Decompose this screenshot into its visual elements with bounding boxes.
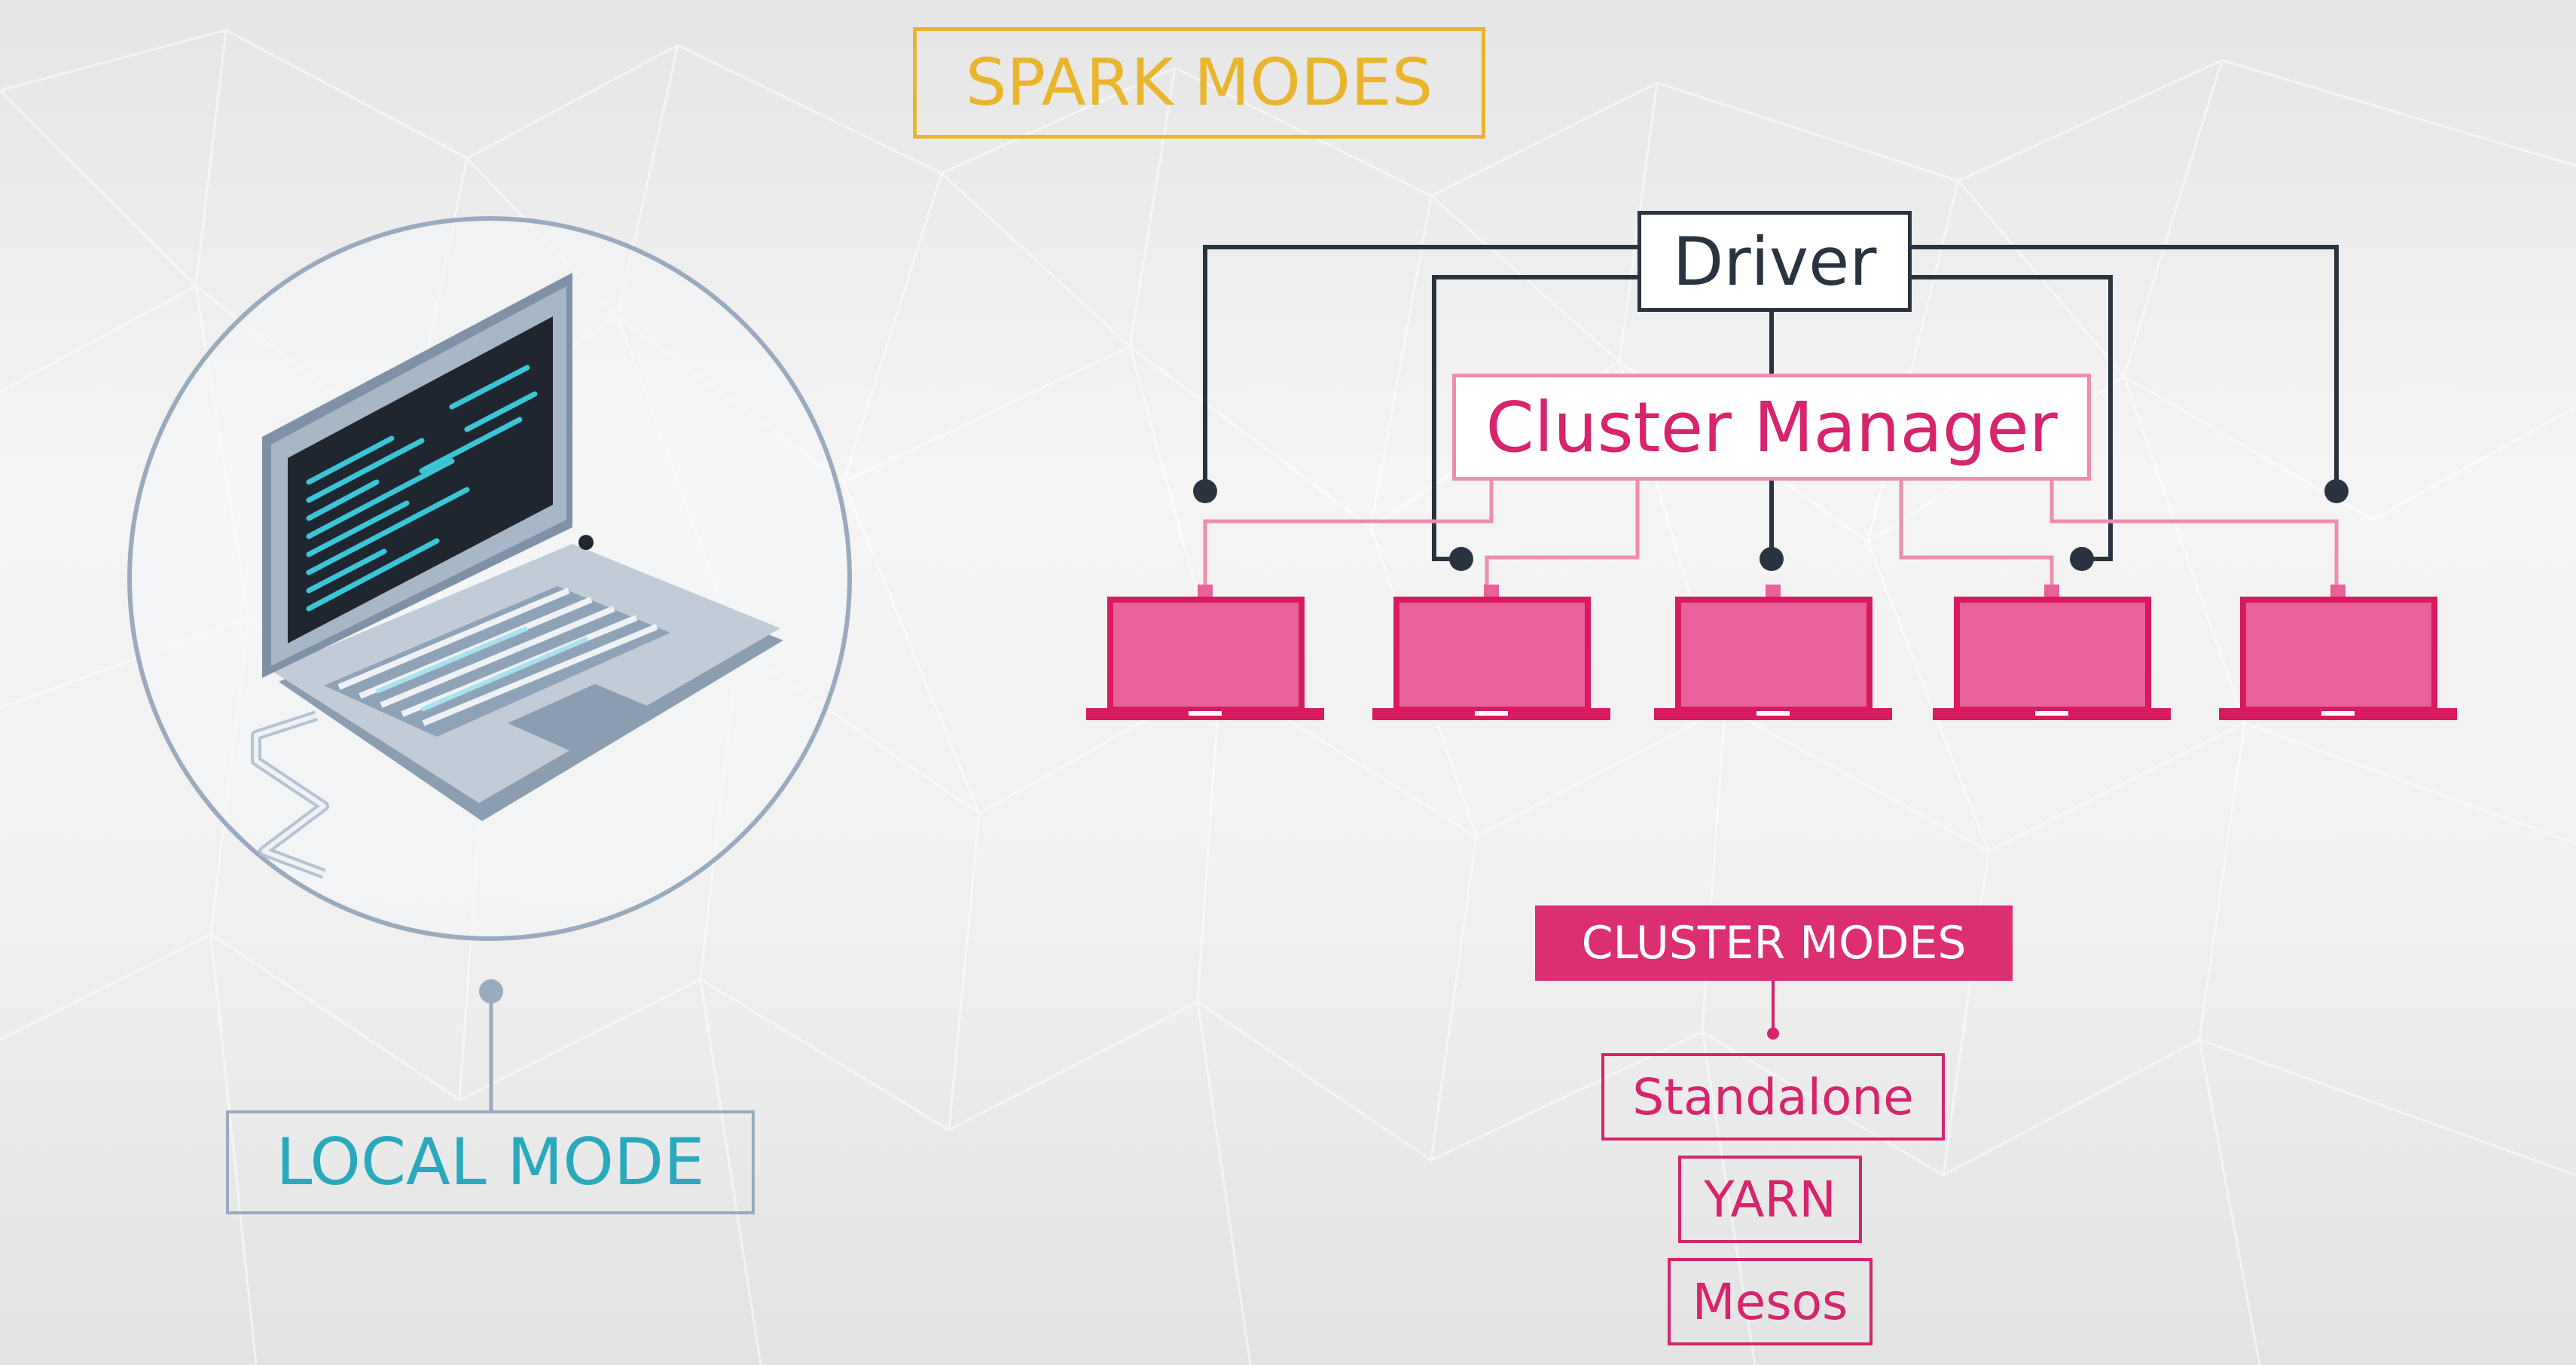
driver-dot-5	[2324, 479, 2349, 503]
local-mode-label: LOCAL MODE	[226, 1110, 755, 1214]
worker-laptop-icon	[1933, 585, 2171, 720]
manager-line-worker-1	[1203, 481, 1494, 588]
cluster-mode-standalone: Standalone	[1601, 1053, 1945, 1141]
cluster-mode-mesos: Mesos	[1668, 1258, 1872, 1345]
driver-dot-4	[2070, 547, 2094, 571]
worker-laptop-icon	[2219, 585, 2457, 720]
cluster-modes-heading: CLUSTER MODES	[1535, 905, 2013, 981]
driver-line-worker-2	[1432, 275, 1637, 561]
worker-laptop-icon	[1372, 585, 1610, 720]
cluster-modes-connector-dot	[1767, 1028, 1779, 1040]
driver-dot-1	[1193, 479, 1217, 503]
driver-dot-2	[1449, 547, 1473, 571]
driver-line-worker-5	[1912, 245, 2339, 491]
driver-line-worker-4	[1912, 275, 2113, 561]
local-mode-circle	[127, 216, 852, 941]
worker-laptop-icon	[1086, 585, 1324, 720]
manager-line-worker-4	[1899, 481, 2054, 588]
cluster-manager-node: Cluster Manager	[1452, 374, 2091, 481]
manager-line-worker-2	[1485, 481, 1640, 588]
manager-line-worker-5	[2050, 481, 2339, 588]
page-title: SPARK MODES	[913, 27, 1485, 139]
driver-dot-3	[1760, 547, 1784, 571]
worker-laptop-icon	[1654, 585, 1892, 720]
local-laptop-icon	[251, 273, 783, 879]
cluster-mode-yarn: YARN	[1678, 1156, 1862, 1243]
driver-line-worker-1	[1203, 245, 1637, 491]
driver-node: Driver	[1637, 211, 1912, 312]
